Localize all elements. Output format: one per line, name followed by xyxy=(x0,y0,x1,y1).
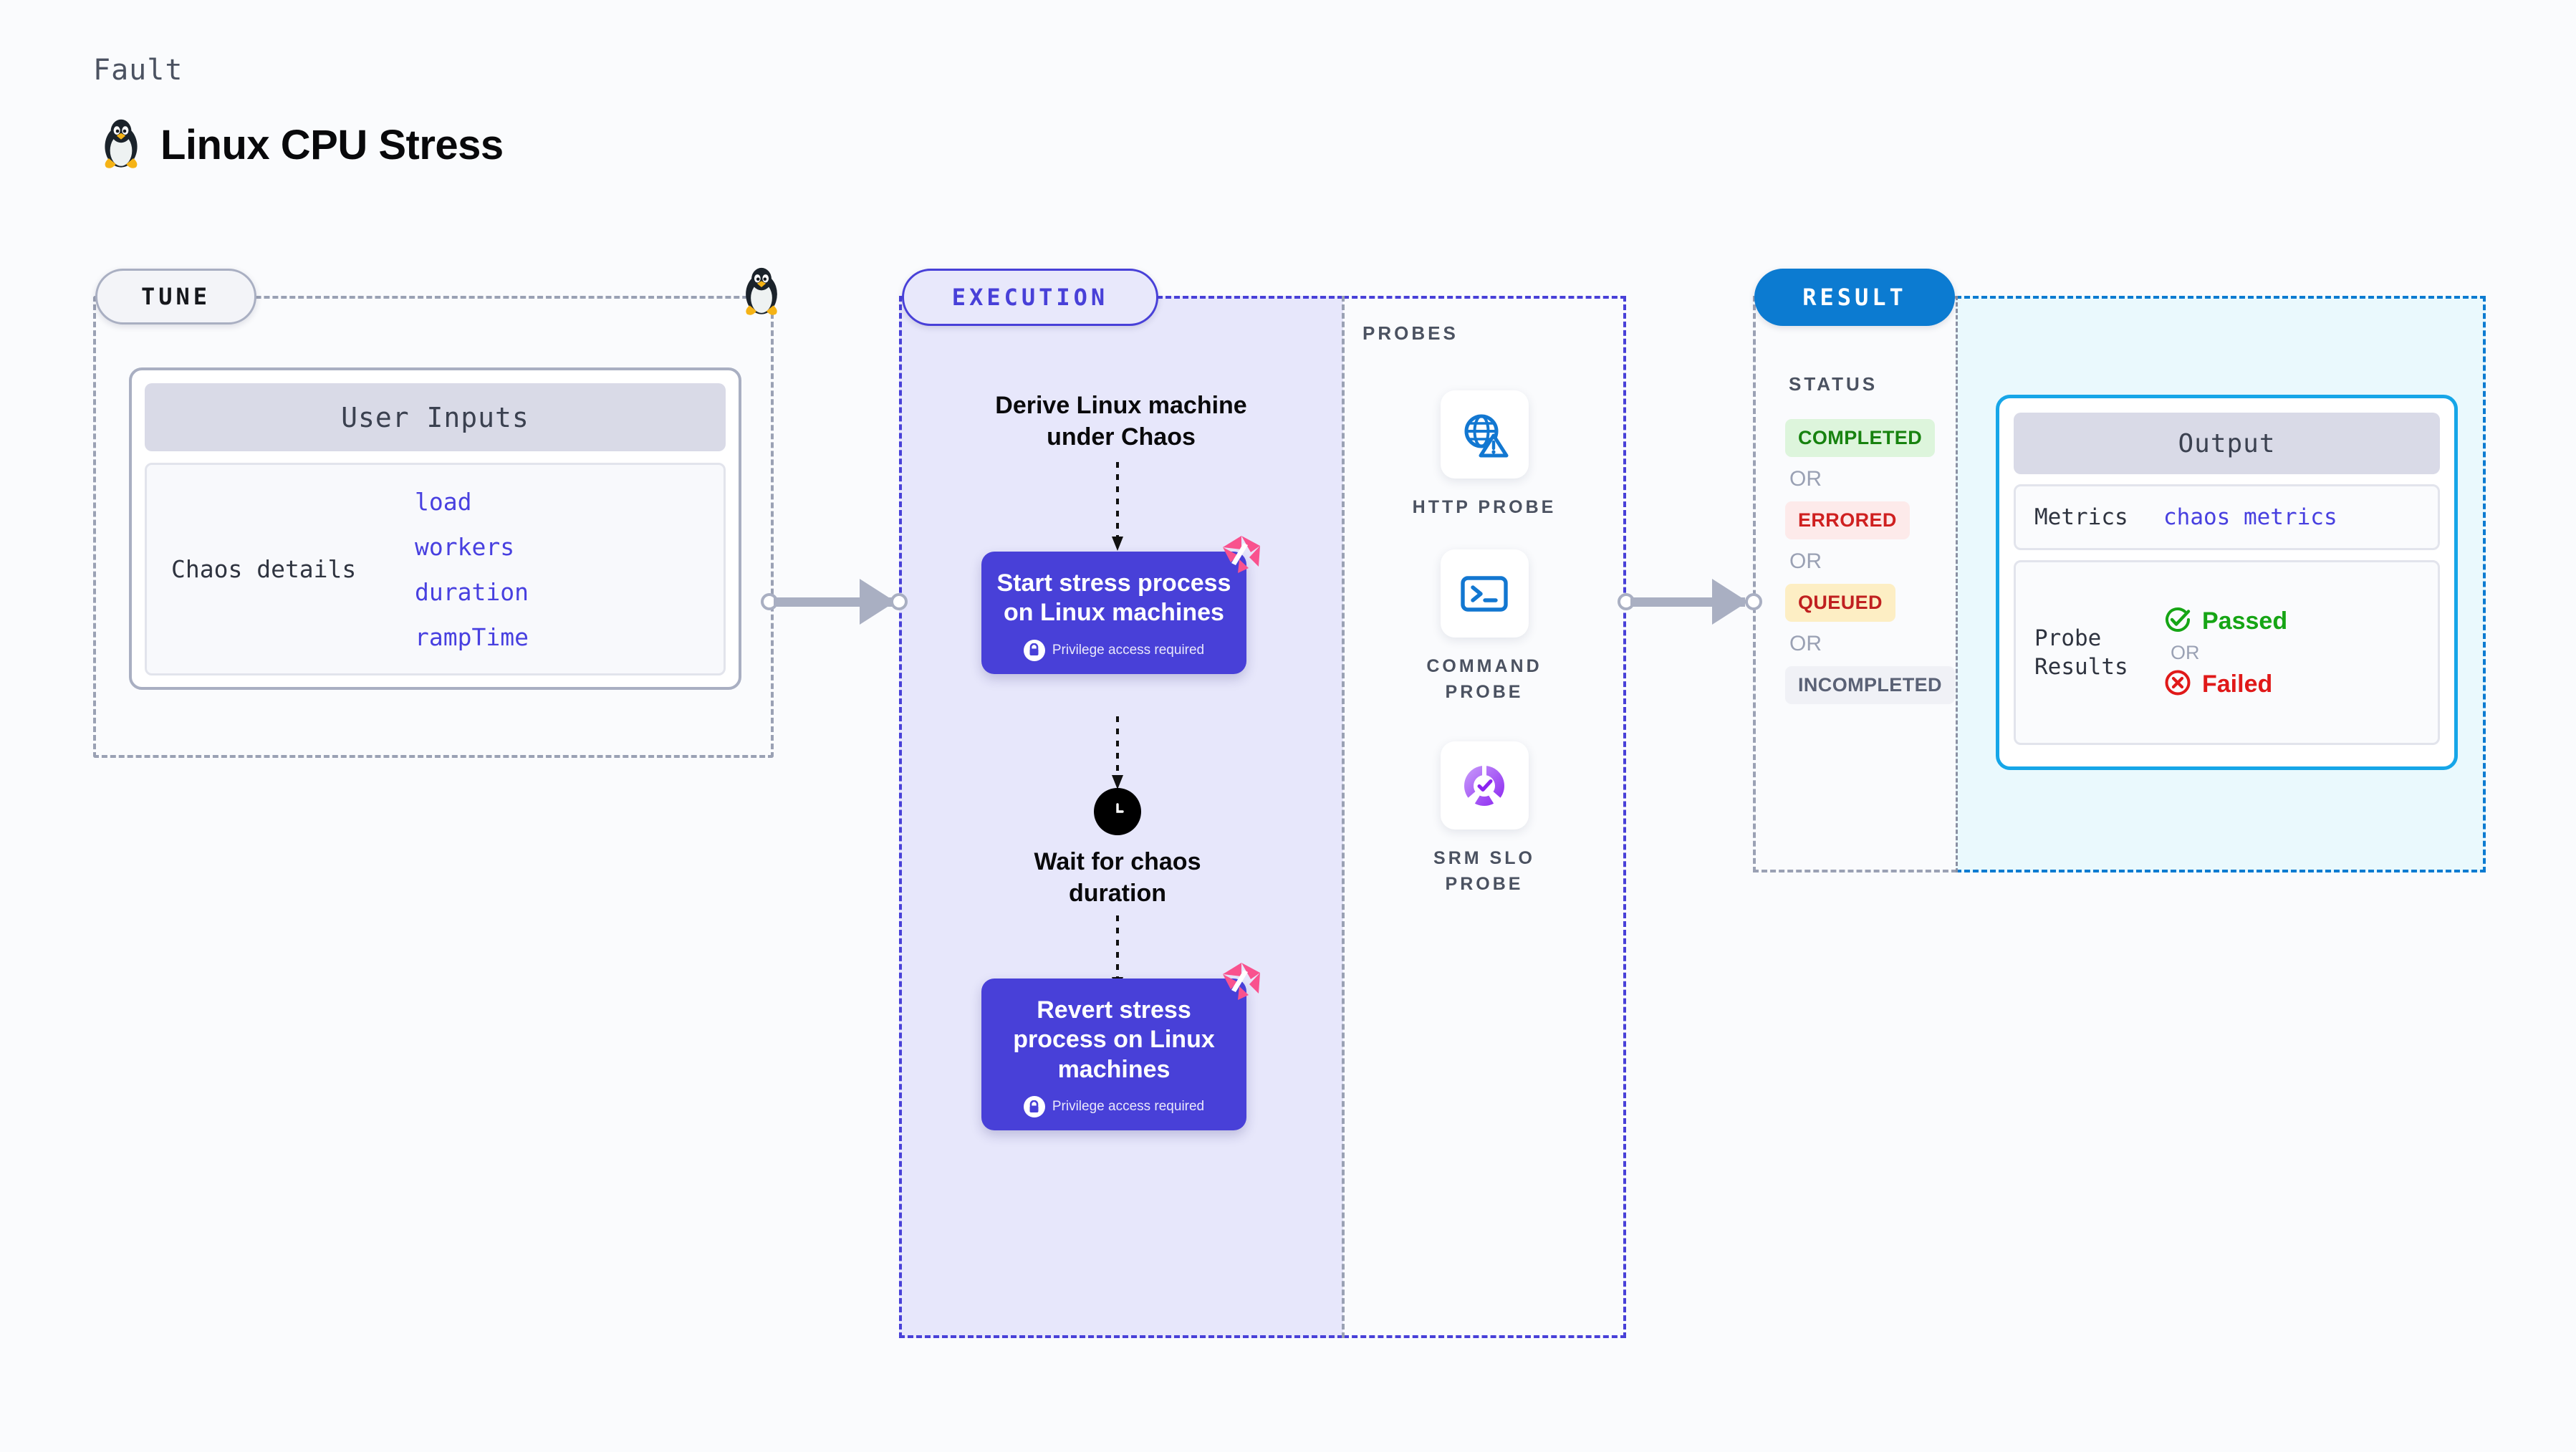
probe-result-passed: Passed xyxy=(2163,605,2287,638)
execution-badge[interactable]: EXECUTION xyxy=(902,269,1158,326)
connector-end-dot xyxy=(890,593,908,610)
chaos-details-params: load workers duration rampTime xyxy=(415,488,529,651)
connector-end-dot xyxy=(1745,593,1762,610)
probe-label: COMMAND PROBE xyxy=(1426,656,1542,703)
tux-penguin-icon xyxy=(100,118,142,171)
fault-kicker: Fault xyxy=(93,54,183,87)
status-or-1: OR xyxy=(1789,467,1822,491)
connector-arrowhead xyxy=(1712,579,1748,625)
execution-step-start-stress[interactable]: Start stress process on Linux machines P… xyxy=(981,536,1260,674)
x-circle-icon xyxy=(2163,668,2192,701)
status-label: STATUS xyxy=(1789,373,1878,395)
check-circle-icon xyxy=(2163,605,2192,638)
output-metrics-row: Metrics chaos metrics xyxy=(2014,484,2440,550)
result-divider xyxy=(1956,296,1958,872)
failed-label: Failed xyxy=(2202,670,2273,698)
output-probe-results-row: Probe Results Passed OR xyxy=(2014,560,2440,745)
execution-step-revert-stress[interactable]: Revert stress process on Linux machines … xyxy=(981,963,1260,1131)
param-workers[interactable]: workers xyxy=(415,532,515,561)
probes-divider xyxy=(1342,296,1345,1338)
user-inputs-card: User Inputs Chaos details load workers d… xyxy=(129,367,741,690)
output-card: Output Metrics chaos metrics Probe Resul… xyxy=(1996,395,2458,770)
metrics-key: Metrics xyxy=(2034,504,2128,530)
chaos-details-row: Chaos details load workers duration ramp… xyxy=(145,463,726,675)
step-note-text: Privilege access required xyxy=(1052,1099,1205,1115)
lock-icon xyxy=(1023,639,1045,661)
passed-label: Passed xyxy=(2202,607,2288,635)
probe-label: HTTP PROBE xyxy=(1412,497,1557,517)
probe-http[interactable]: HTTP PROBE xyxy=(1391,390,1577,520)
probe-label: SRM SLO PROBE xyxy=(1433,848,1535,895)
result-badge[interactable]: RESULT xyxy=(1754,269,1955,326)
probe-results-key: Probe Results xyxy=(2034,625,2128,680)
output-header: Output xyxy=(2014,413,2440,474)
flow-arrow-2 xyxy=(1112,716,1123,789)
connector-arrowhead xyxy=(860,579,895,625)
probe-results-values: Passed OR Failed xyxy=(2163,605,2287,701)
probes-label: PROBES xyxy=(1363,322,1458,344)
wait-clock-icon xyxy=(1094,788,1141,835)
status-or-2: OR xyxy=(1789,549,1822,573)
harness-logo-icon xyxy=(1219,961,1264,1006)
tune-tux-penguin-icon xyxy=(741,266,782,322)
probe-srm-slo[interactable]: SRM SLO PROBE xyxy=(1391,741,1577,898)
tune-badge[interactable]: TUNE xyxy=(95,269,256,324)
page-title-row: Linux CPU Stress xyxy=(100,118,504,171)
page-title: Linux CPU Stress xyxy=(160,121,504,168)
lock-icon xyxy=(1023,1096,1045,1118)
flow-arrow-1 xyxy=(1112,462,1123,551)
metrics-value-link[interactable]: chaos metrics xyxy=(2163,504,2337,530)
harness-logo-icon xyxy=(1219,534,1264,579)
status-badge-completed: COMPLETED xyxy=(1785,419,1936,457)
step-title: Start stress process on Linux machines xyxy=(996,569,1231,627)
globe-warning-icon xyxy=(1440,390,1529,479)
step-title: Revert stress process on Linux machines xyxy=(1013,996,1215,1083)
param-load[interactable]: load xyxy=(415,487,472,516)
tune-section-container xyxy=(93,296,774,758)
status-badge-errored: ERRORED xyxy=(1785,501,1910,539)
chaos-details-label: Chaos details xyxy=(171,555,357,583)
user-inputs-header: User Inputs xyxy=(145,383,726,451)
probe-command[interactable]: COMMAND PROBE xyxy=(1391,549,1577,706)
param-duration[interactable]: duration xyxy=(415,577,529,606)
status-or-3: OR xyxy=(1789,632,1822,655)
step-note-text: Privilege access required xyxy=(1052,642,1205,658)
param-ramptime[interactable]: rampTime xyxy=(415,622,529,651)
status-badge-queued: QUEUED xyxy=(1785,584,1895,622)
terminal-icon xyxy=(1440,549,1529,638)
slo-donut-check-icon xyxy=(1440,741,1529,830)
step-note: Privilege access required xyxy=(996,639,1232,661)
status-list: COMPLETED OR ERRORED OR QUEUED OR INCOMP… xyxy=(1785,419,1964,704)
step-note: Privilege access required xyxy=(996,1096,1232,1118)
probe-result-failed: Failed xyxy=(2163,668,2287,701)
probe-result-or: OR xyxy=(2171,641,2200,663)
wait-step-label: Wait for chaos duration xyxy=(1034,848,1201,907)
status-badge-incompleted: INCOMPLETED xyxy=(1785,666,1955,704)
derive-step-label: Derive Linux machine under Chaos xyxy=(995,392,1247,451)
